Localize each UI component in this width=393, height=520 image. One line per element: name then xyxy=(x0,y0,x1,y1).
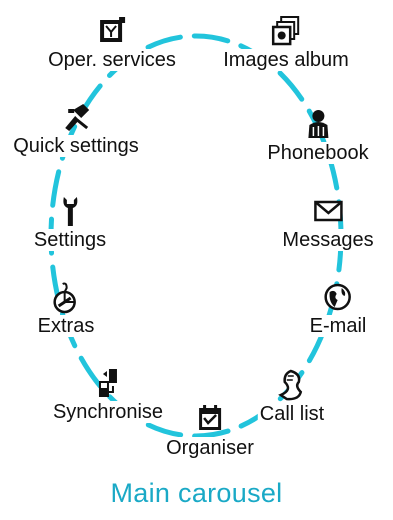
menu-item-messages[interactable]: Messages xyxy=(280,194,376,251)
envelope-icon xyxy=(313,200,343,222)
menu-item-organiser[interactable]: Organiser xyxy=(164,402,256,459)
menu-item-e-mail[interactable]: E-mail xyxy=(307,280,369,337)
carousel-caption: Main carousel xyxy=(110,478,283,508)
menu-item-label: Synchronise xyxy=(50,401,166,423)
globe-icon xyxy=(324,283,352,311)
menu-item-label: Call list xyxy=(257,403,327,425)
menu-item-label: Images album xyxy=(221,49,351,71)
menu-item-oper-services[interactable]: Oper. services xyxy=(46,14,178,71)
menu-item-quick-settings[interactable]: Quick settings xyxy=(11,100,141,157)
menu-item-label: Settings xyxy=(31,229,109,251)
extras-icon xyxy=(53,282,77,314)
menu-item-label: Phonebook xyxy=(265,142,371,164)
menu-item-label: Oper. services xyxy=(46,49,178,71)
menu-item-label: Organiser xyxy=(164,437,256,459)
menu-item-label: Messages xyxy=(280,229,376,251)
menu-item-images-album[interactable]: Images album xyxy=(221,14,351,71)
menu-item-label: Extras xyxy=(35,315,97,337)
synchronise-icon xyxy=(99,369,117,397)
call-list-icon xyxy=(278,369,303,401)
menu-item-synchronise[interactable]: Synchronise xyxy=(50,366,166,423)
settings-wrench-icon xyxy=(63,197,78,226)
menu-item-settings[interactable]: Settings xyxy=(31,194,109,251)
menu-item-label: E-mail xyxy=(307,315,369,337)
operator-services-icon xyxy=(99,17,125,42)
menu-item-extras[interactable]: Extras xyxy=(35,280,97,337)
menu-item-label: Quick settings xyxy=(11,135,141,157)
organiser-icon xyxy=(199,405,221,430)
quick-settings-icon xyxy=(64,104,89,131)
images-album-icon xyxy=(271,16,299,46)
phonebook-icon xyxy=(307,110,328,138)
menu-item-phonebook[interactable]: Phonebook xyxy=(265,107,371,164)
menu-item-call-list[interactable]: Call list xyxy=(257,368,327,425)
